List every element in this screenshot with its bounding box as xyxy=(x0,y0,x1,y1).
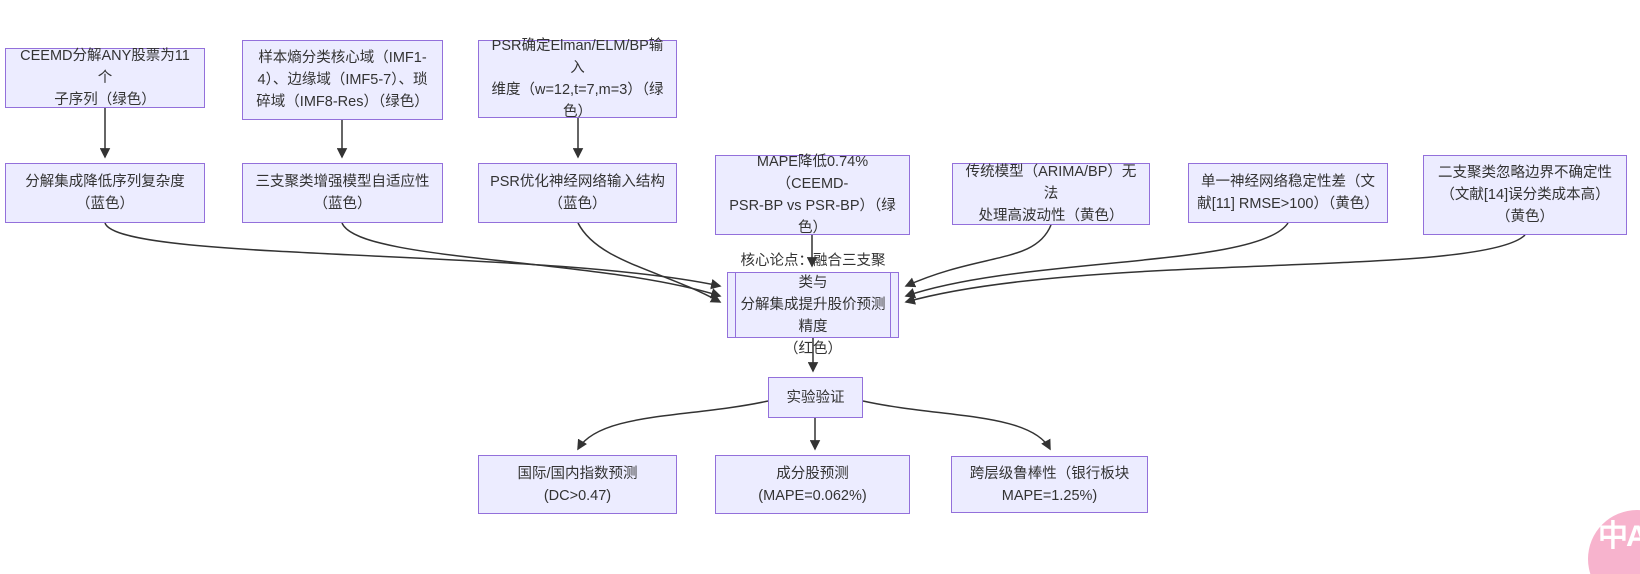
node-label: 三支聚类增强模型自适应性 （蓝色） xyxy=(255,174,430,212)
node-decomposition-benefit: 分解集成降低序列复杂度 （蓝色） xyxy=(5,163,205,223)
node-label: 国际/国内指数预测 (DC>0.47) xyxy=(517,465,638,504)
node-core-thesis: 核心论点：融合三支聚类与 分解集成提升股价预测精度 （红色） xyxy=(727,253,899,357)
node-sample-entropy-classification: 样本熵分类核心域（IMF1- 4）、边缘域（IMF5-7）、琐 碎域（IMF8-… xyxy=(242,40,443,120)
node-label: PSR确定Elman/ELM/BP输入 维度（w=12,t=7,m=3）（绿 色… xyxy=(491,38,664,120)
node-ceemd-decomposition: CEEMD分解ANY股票为11个 子序列（绿色） xyxy=(5,48,205,108)
node-label: MAPE降低0.74%（CEEMD- PSR-BP vs PSR-BP）（绿 色… xyxy=(729,154,896,236)
translate-floating-button[interactable]: 中A xyxy=(1588,510,1640,574)
node-label: 跨层级鲁棒性（银行板块 MAPE=1.25%) xyxy=(969,465,1130,504)
node-label: 核心论点：融合三支聚类与 分解集成提升股价预测精度 （红色） xyxy=(740,253,886,357)
node-constituent-stock-result: 成分股预测 (MAPE=0.062%) xyxy=(715,455,910,514)
node-label: CEEMD分解ANY股票为11个 子序列（绿色） xyxy=(20,48,190,108)
edge-psrbenefit-to-core xyxy=(577,222,722,303)
node-cross-level-robustness-result: 跨层级鲁棒性（银行板块 MAPE=1.25%) xyxy=(951,456,1148,513)
translate-icon: 中A xyxy=(1598,520,1640,553)
edge-traditional-to-core xyxy=(904,224,1052,288)
edge-singlenn-to-core xyxy=(904,222,1289,299)
node-mape-reduction-evidence: MAPE降低0.74%（CEEMD- PSR-BP vs PSR-BP）（绿 色… xyxy=(715,154,910,236)
node-traditional-model-limit: 传统模型（ARIMA/BP）无法 处理高波动性（黄色） xyxy=(952,163,1150,225)
node-single-nn-limit: 单一神经网络稳定性差（文 献[11] RMSE>100）（黄色） xyxy=(1188,163,1388,223)
node-threeway-clustering-benefit: 三支聚类增强模型自适应性 （蓝色） xyxy=(242,163,443,223)
edge-decomp-to-core xyxy=(104,222,722,290)
node-psr-input-dimensions: PSR确定Elman/ELM/BP输入 维度（w=12,t=7,m=3）（绿 色… xyxy=(478,38,677,120)
node-label: 成分股预测 (MAPE=0.062%) xyxy=(758,465,867,504)
edge-threeway-to-core xyxy=(341,222,722,299)
node-label: 二支聚类忽略边界不确定性 （文献[14]误分类成本高） （黄色） xyxy=(1438,165,1612,225)
node-psr-optimization-benefit: PSR优化神经网络输入结构 （蓝色） xyxy=(478,163,677,223)
edge-experiment-to-robustness xyxy=(862,400,1051,451)
node-experimental-validation: 实验验证 xyxy=(768,377,863,418)
node-label: 样本熵分类核心域（IMF1- 4）、边缘域（IMF5-7）、琐 碎域（IMF8-… xyxy=(256,50,429,110)
node-twoway-clustering-limit: 二支聚类忽略边界不确定性 （文献[14]误分类成本高） （黄色） xyxy=(1423,155,1627,235)
node-label: 单一神经网络稳定性差（文 献[11] RMSE>100）（黄色） xyxy=(1197,174,1379,212)
edge-twoway-to-core xyxy=(904,234,1526,305)
node-label: 实验验证 xyxy=(786,389,845,406)
node-label: 分解集成降低序列复杂度 （蓝色） xyxy=(25,174,185,212)
node-index-prediction-result: 国际/国内指数预测 (DC>0.47) xyxy=(478,455,677,514)
node-label: 传统模型（ARIMA/BP）无法 处理高波动性（黄色） xyxy=(965,164,1137,224)
node-label: PSR优化神经网络输入结构 （蓝色） xyxy=(490,174,665,212)
edge-experiment-to-index xyxy=(577,400,769,451)
